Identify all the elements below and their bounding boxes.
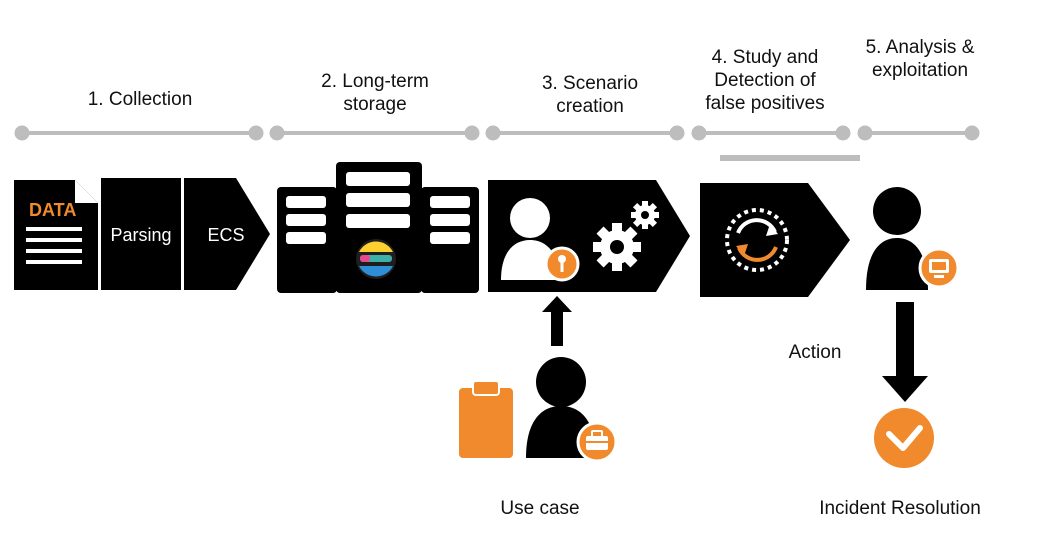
stage-4-title-line: false positives [705, 93, 825, 114]
timeline-segment-1 [14, 125, 264, 141]
parsing-block [101, 178, 181, 290]
action-label: Action [788, 342, 842, 363]
user-briefcase-icon [526, 357, 618, 463]
stage-3-title: 3. Scenario creation [505, 72, 675, 118]
document-icon [75, 180, 98, 203]
user-key-icon [501, 198, 580, 282]
incident-resolution-label: Incident Resolution [819, 498, 981, 519]
stage-3-title-line: creation [556, 96, 624, 117]
stage-3-title-line: 3. Scenario [541, 73, 639, 94]
ecs-arrow [184, 178, 270, 290]
use-case-label: Use case [500, 498, 580, 519]
data-text: DATA [29, 200, 76, 220]
scenario-block [488, 180, 690, 292]
arrow-down-icon [882, 302, 928, 402]
timeline-segment-4 [691, 125, 851, 141]
stage-4-title: 4. Study and Detection of false positive… [685, 46, 845, 115]
gears-icon [593, 201, 659, 271]
stage-1-title-line: 1. Collection [87, 89, 193, 110]
clipboard-icon [459, 380, 513, 458]
stage-2-title-line: storage [343, 94, 407, 115]
stage-2-title-line: 2. Long-term [321, 71, 429, 92]
timeline-segment-2 [269, 125, 480, 141]
stage-4-title-line: Detection of [714, 70, 816, 91]
elastic-logo-icon [356, 239, 396, 279]
ecs-text: ECS [207, 225, 244, 245]
server-rack-icon [277, 162, 479, 293]
timeline [14, 125, 980, 161]
stage-1-title: 1. Collection [60, 88, 220, 111]
stage-5-title-line: exploitation [871, 60, 969, 81]
storage-block [277, 162, 479, 293]
user-monitor-icon [866, 187, 960, 290]
arrow-up-icon [542, 296, 572, 346]
stage-4-title-line: 4. Study and [711, 47, 819, 68]
timeline-segment-3 [485, 125, 685, 141]
stage-5-title-line: 5. Analysis & [865, 37, 975, 58]
collection-block: DATA Parsing ECS [14, 178, 270, 290]
stage-2-title: 2. Long-term storage [290, 70, 460, 116]
parsing-text: Parsing [110, 225, 171, 245]
checkmark-icon [874, 408, 934, 468]
timeline-segment-5 [857, 125, 980, 141]
study-block [700, 183, 850, 297]
stage-5-title: 5. Analysis & exploitation [840, 36, 1000, 82]
refresh-cycle-icon [725, 208, 789, 272]
